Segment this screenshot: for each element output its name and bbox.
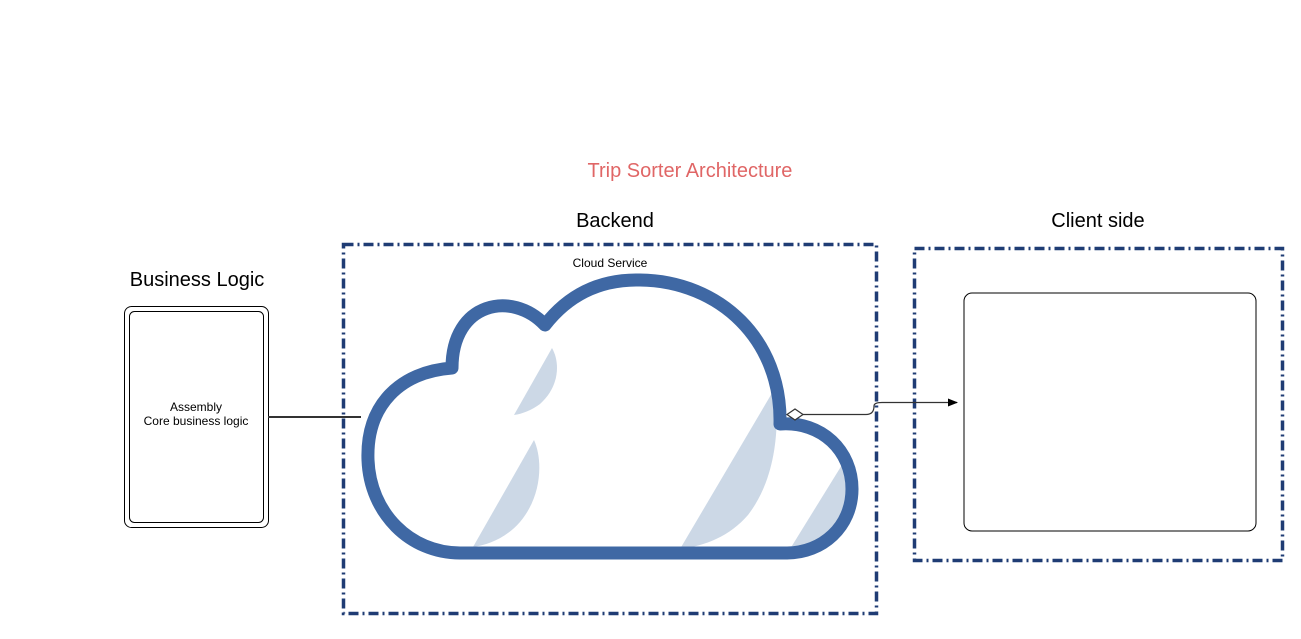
assembly-label: Assembly: [169, 400, 222, 414]
cloud-shading: [473, 348, 853, 549]
cloud-service-label: Cloud Service: [572, 256, 648, 270]
business-logic-label: Business Logic: [129, 269, 265, 291]
backend-to-client-connector[interactable]: [802, 398, 958, 416]
client-side-label: Client side: [1051, 210, 1145, 232]
cloud-service-shape[interactable]: [361, 273, 859, 560]
diagram-title: Trip Sorter Architecture: [587, 160, 793, 182]
business-logic-box-text: Assembly Core business logic: [128, 400, 264, 428]
client-box[interactable]: [963, 292, 1257, 532]
business-logic-box-inner: [129, 311, 264, 523]
client-container[interactable]: [912, 246, 1285, 563]
connector-diamond-marker: [785, 408, 805, 421]
backend-label: Backend: [576, 210, 654, 232]
backend-container[interactable]: [341, 242, 879, 616]
core-business-logic-label: Core business logic: [143, 414, 249, 428]
